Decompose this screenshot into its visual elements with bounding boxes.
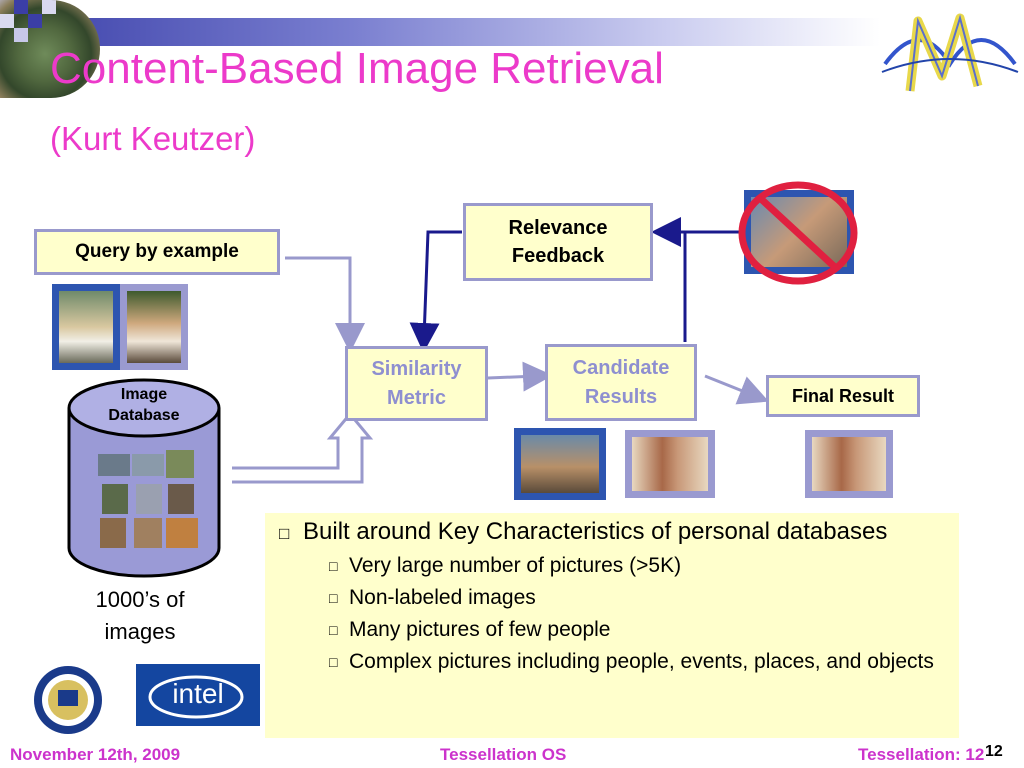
relevance-feedback-box: Relevance Feedback [463, 203, 653, 281]
hollow-square-bullet-icon: □ [329, 558, 338, 574]
footer-bar [0, 738, 1024, 768]
mm-logo [881, 13, 1019, 92]
bullet-sub: □ Non-labeled images [329, 584, 945, 612]
similarity-metric-box: Similarity Metric [345, 346, 488, 421]
key-characteristics-panel: □ Built around Key Characteristics of pe… [265, 513, 959, 750]
university-seal-logo [34, 666, 102, 734]
query-photo-1 [52, 284, 120, 370]
footer-center: Tessellation OS [440, 745, 567, 764]
database-caption: 1000’s of images [95, 587, 185, 644]
hollow-square-bullet-icon: □ [329, 622, 338, 638]
header-gradient-bar [0, 18, 880, 46]
intel-logo: intel [136, 664, 260, 726]
hollow-square-bullet-icon: □ [329, 590, 338, 606]
hollow-square-bullet-icon: □ [329, 654, 338, 670]
corner-mosaic-logo [0, 0, 100, 98]
bullet-sub: □ Very large number of pictures (>5K) [329, 552, 945, 580]
no-symbol-icon [738, 181, 858, 285]
page-number: 12 [985, 743, 1003, 760]
slide-subtitle: (Kurt Keutzer) [50, 120, 256, 157]
database-label: Image Database [108, 386, 180, 424]
hollow-square-bullet-icon: □ [279, 524, 290, 543]
query-by-example-box: Query by example [34, 229, 280, 275]
bullet-main: □ Built around Key Characteristics of pe… [279, 517, 945, 548]
footer-right: Tessellation: 12 [858, 745, 985, 764]
candidate-photo-1 [514, 428, 606, 500]
query-photo-2 [120, 284, 188, 370]
bullet-sub: □ Complex pictures including people, eve… [329, 648, 945, 676]
candidate-photo-2 [625, 430, 715, 498]
candidate-results-box: Candidate Results [545, 344, 697, 421]
bullet-sub: □ Many pictures of few people [329, 616, 945, 644]
slide-title: Content-Based Image Retrieval [50, 44, 664, 93]
final-photo [805, 430, 893, 498]
footer-date: November 12th, 2009 [10, 745, 181, 764]
final-result-box: Final Result [766, 375, 920, 417]
image-database-cylinder [67, 378, 221, 578]
